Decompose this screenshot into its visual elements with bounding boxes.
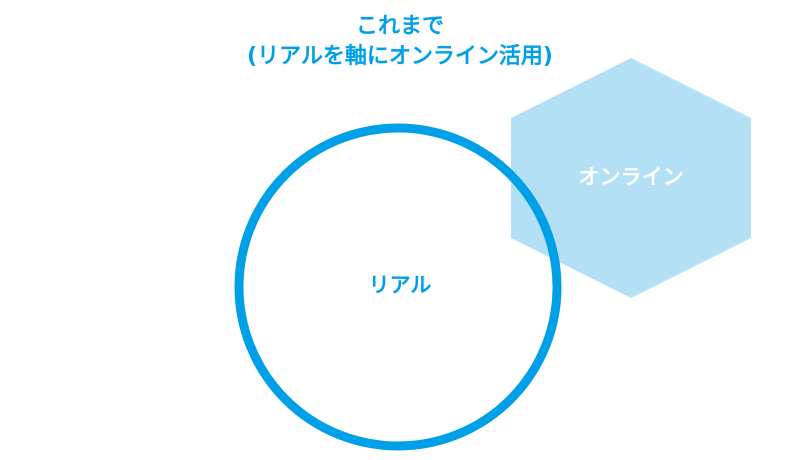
online-hexagon [511, 58, 751, 298]
real-label: リアル [369, 273, 432, 297]
title-line-2: (リアルを軸にオンライン活用) [247, 44, 553, 69]
title-line-1: これまで [355, 14, 444, 39]
online-label: オンライン [579, 165, 684, 189]
real-circle [234, 123, 562, 451]
diagram-title: これまで (リアルを軸にオンライン活用) [0, 12, 800, 72]
